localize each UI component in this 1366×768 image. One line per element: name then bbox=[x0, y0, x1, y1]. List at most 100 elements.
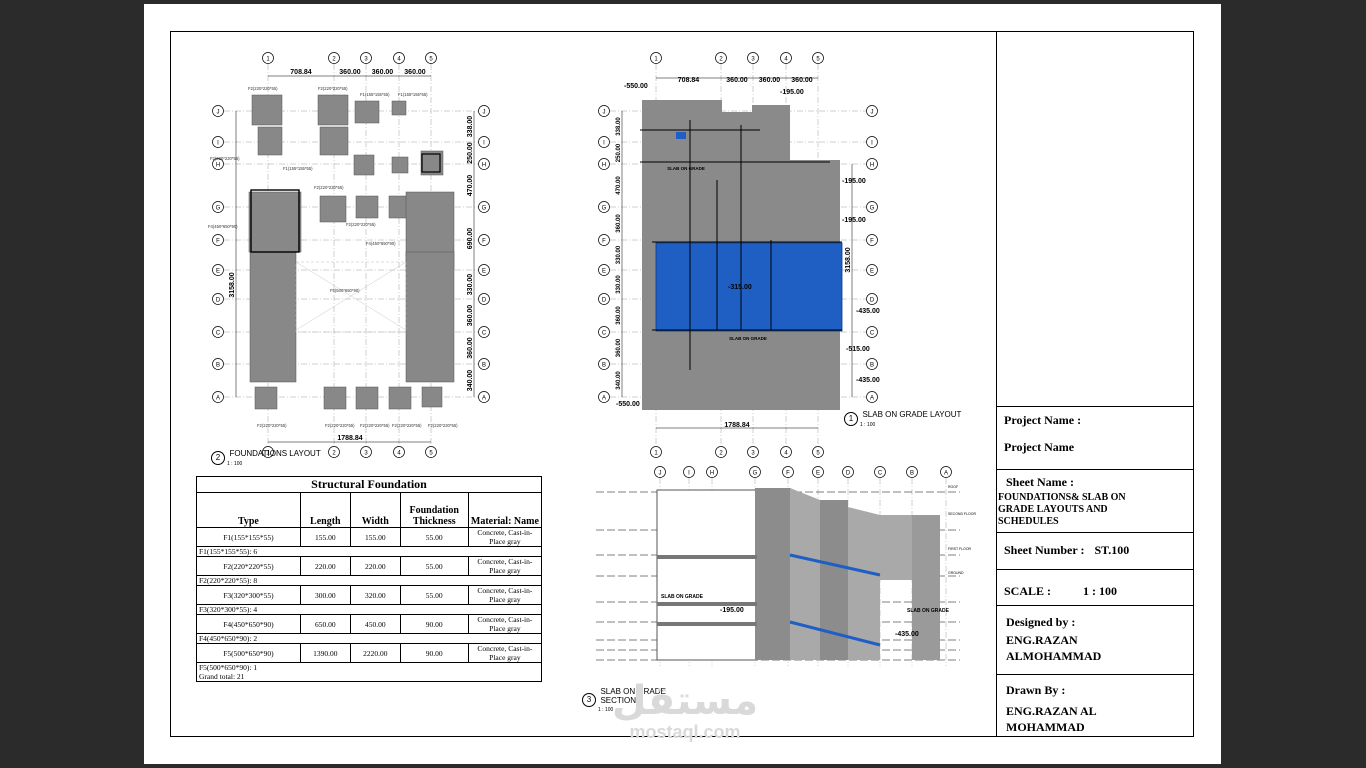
grid-bubble bbox=[598, 158, 610, 170]
grid-bubble bbox=[425, 446, 437, 458]
slab-outline bbox=[295, 261, 407, 333]
building-section-left bbox=[656, 489, 758, 661]
scale-cell: SCALE : 1 : 100 bbox=[996, 569, 1194, 605]
level-tag: -315.00 bbox=[728, 284, 752, 291]
drawn-by-label: Drawn By : bbox=[1006, 683, 1066, 697]
sheet-number-value: ST.100 bbox=[1094, 543, 1130, 557]
grid-label: A bbox=[602, 395, 606, 401]
cell-material: Concrete, Cast-in-Place gray bbox=[467, 556, 543, 576]
grid-bubble bbox=[866, 158, 878, 170]
view-title-section: 3 SLAB ON GRADE SECTION 1 : 100 bbox=[582, 687, 672, 713]
drawn-by-value: ENG.RAZAN AL MOHAMMAD bbox=[1006, 704, 1097, 734]
footing-tag: F1(155*155*55) bbox=[283, 166, 313, 171]
grid-label: 2 bbox=[719, 450, 723, 456]
grid-label: 3 bbox=[751, 56, 755, 62]
grid-bubble bbox=[212, 264, 224, 276]
slab-tag: SLAB ON GRADE bbox=[661, 594, 704, 600]
footing-tag: F2(220*220*55) bbox=[248, 86, 278, 91]
level-tag: -435.00 bbox=[856, 377, 880, 384]
floor-slab bbox=[657, 622, 757, 626]
grid-label: 3 bbox=[364, 56, 368, 62]
level-tag: -435.00 bbox=[895, 631, 919, 638]
grid-label: H bbox=[602, 162, 606, 168]
scale-label: SCALE : bbox=[1004, 584, 1052, 598]
header-type: Type bbox=[196, 492, 301, 528]
level-tag: -195.00 bbox=[842, 178, 866, 185]
sheet-name-value: FOUNDATIONS& SLAB ON GRADE LAYOUTS AND S… bbox=[998, 492, 1126, 527]
grid-bubble bbox=[212, 158, 224, 170]
dimension-text: 250.00 bbox=[467, 142, 474, 164]
grid-label: 5 bbox=[816, 56, 820, 62]
watermark-arabic: مستقل bbox=[611, 678, 759, 724]
grid-label: G bbox=[602, 205, 607, 211]
grid-bubble bbox=[842, 466, 854, 478]
grid-label: 2 bbox=[332, 450, 336, 456]
grid-label: C bbox=[216, 330, 221, 336]
header-material: Material: Name bbox=[467, 492, 543, 528]
grid-bubble bbox=[478, 358, 490, 370]
footing bbox=[353, 154, 375, 176]
grid-bubble bbox=[212, 326, 224, 338]
view-scale-text: 1 : 100 bbox=[227, 461, 243, 467]
grid-label: 3 bbox=[364, 450, 368, 456]
grid-label: 2 bbox=[332, 56, 336, 62]
level-name: ROOF bbox=[948, 485, 958, 489]
slab-hatch-line bbox=[295, 261, 407, 331]
slab-depressed-area bbox=[655, 242, 843, 332]
footing bbox=[319, 126, 349, 156]
grid-label: J bbox=[659, 470, 662, 476]
table-row: F5(500*650*90) 1390.00 2220.00 90.00 Con… bbox=[196, 643, 543, 663]
grid-bubble bbox=[328, 446, 340, 458]
grid-label: E bbox=[482, 268, 486, 274]
dimension-text: 338.00 bbox=[616, 117, 622, 136]
grid-bubble bbox=[654, 466, 666, 478]
grid-bubble bbox=[598, 391, 610, 403]
grid-label: G bbox=[870, 205, 875, 211]
grid-bubble bbox=[360, 52, 372, 64]
table-row: F4(450*650*90) 650.00 450.00 90.00 Concr… bbox=[196, 614, 543, 634]
title-block bbox=[996, 31, 1195, 737]
sheet-name-label: Sheet Name : bbox=[1006, 475, 1074, 489]
grid-bubble bbox=[866, 264, 878, 276]
grid-bubble bbox=[866, 136, 878, 148]
dimension-text: 360.00 bbox=[404, 69, 426, 76]
grid-label: A bbox=[482, 395, 486, 401]
grid-label: 5 bbox=[816, 450, 820, 456]
grid-label: 4 bbox=[784, 56, 788, 62]
grid-bubble bbox=[940, 466, 952, 478]
grand-total: Grand total: 21 bbox=[199, 672, 245, 681]
view-scale-text: 1 : 100 bbox=[860, 422, 876, 428]
cell-thickness: 55.00 bbox=[399, 527, 469, 547]
footing-tag: F2(220*220*55) bbox=[392, 423, 422, 428]
grid-label: G bbox=[216, 205, 221, 211]
cell-thickness: 55.00 bbox=[399, 585, 469, 605]
grid-bubble bbox=[866, 105, 878, 117]
grid-label: 5 bbox=[429, 450, 433, 456]
grid-label: D bbox=[216, 297, 221, 303]
grid-bubble bbox=[212, 293, 224, 305]
cell-thickness: 90.00 bbox=[399, 643, 469, 663]
grid-label: B bbox=[602, 362, 606, 368]
grid-bubble bbox=[706, 466, 718, 478]
grid-bubble bbox=[478, 158, 490, 170]
footing-tag: F2(220*220*55) bbox=[318, 86, 348, 91]
grid-label: C bbox=[602, 330, 607, 336]
dimension-text: 360.00 bbox=[759, 77, 781, 84]
grid-label: G bbox=[753, 470, 758, 476]
dimension-text: 360.00 bbox=[467, 337, 474, 359]
footing bbox=[323, 386, 347, 410]
grid-bubble bbox=[812, 52, 824, 64]
group-count: F3(320*300*55): 4 bbox=[196, 604, 542, 615]
cell-material: Concrete, Cast-in-Place gray bbox=[467, 643, 543, 663]
footing-tag: F4(450*650*90) bbox=[366, 241, 396, 246]
slab-tag: SLAB ON GRADE bbox=[667, 166, 705, 171]
footing bbox=[251, 94, 283, 126]
dimension-text: 690.00 bbox=[467, 228, 474, 250]
grid-bubble bbox=[866, 293, 878, 305]
dimension-text: 470.00 bbox=[467, 175, 474, 197]
dimension-text: 340.00 bbox=[616, 371, 622, 390]
footing bbox=[355, 195, 379, 219]
footing-tag: F2(220*220*55) bbox=[360, 423, 390, 428]
